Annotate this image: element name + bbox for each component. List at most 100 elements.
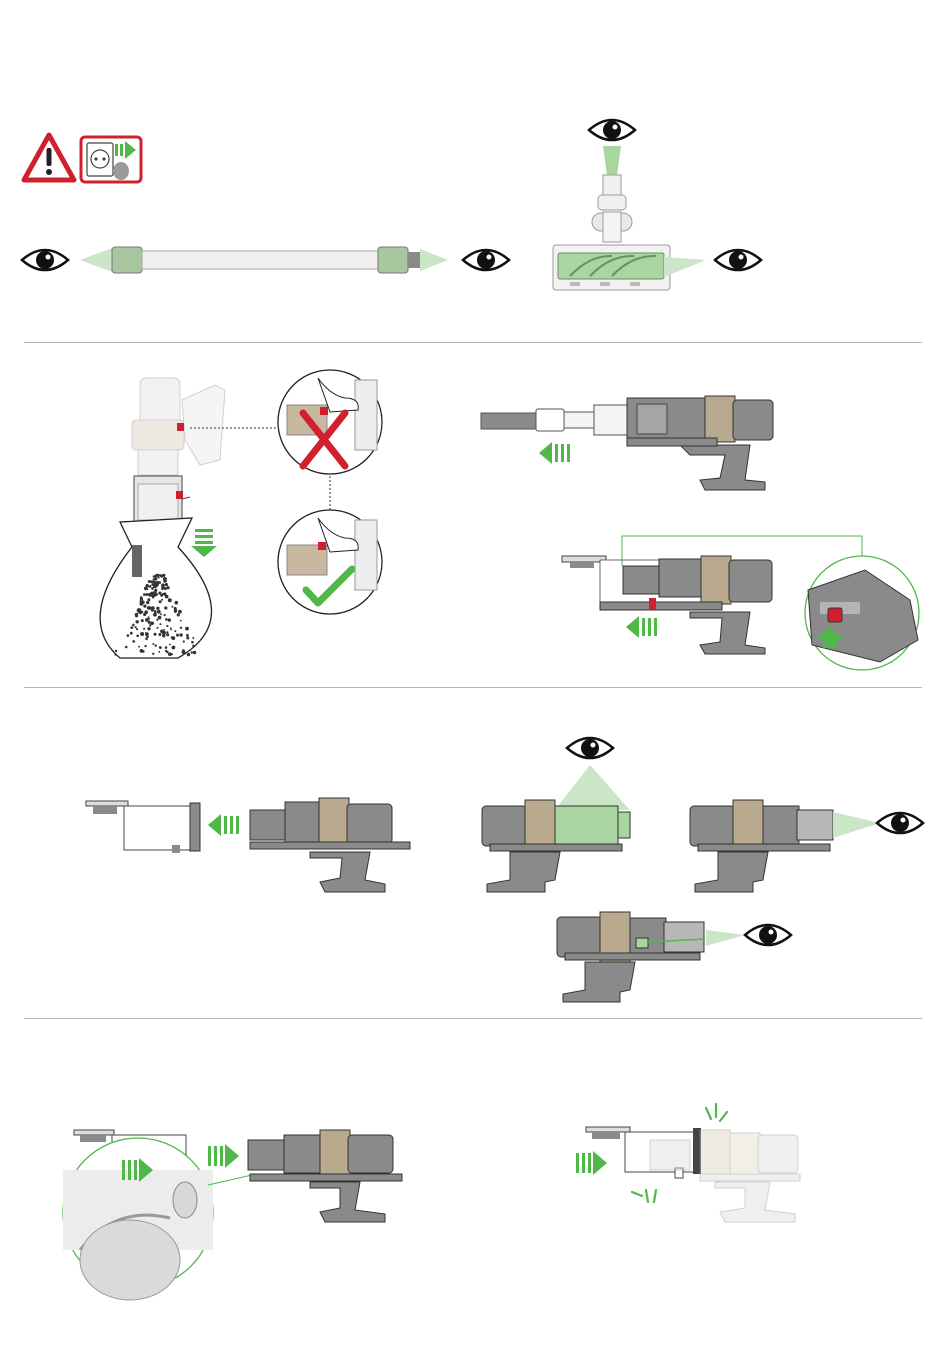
debris-particle [153, 578, 156, 581]
debris-particle [156, 619, 158, 621]
debris-particle [127, 634, 130, 637]
removed-bin [86, 801, 200, 853]
vacuum-inspect-body [557, 912, 745, 1002]
section-check-blockages [0, 0, 950, 340]
debris-particle [163, 629, 165, 631]
debris-particle [171, 606, 173, 608]
debris-particle [174, 607, 177, 610]
debris-particle [162, 574, 165, 577]
debris-particle [145, 618, 149, 622]
debris-particle [130, 626, 133, 629]
debris-particle [144, 610, 148, 614]
debris-particle [159, 574, 161, 576]
section-refit-bin [0, 1019, 950, 1360]
warning-triangle-icon [24, 135, 74, 180]
debris-particle [163, 593, 166, 596]
debris-particle [186, 634, 189, 637]
debris-particle [156, 607, 159, 610]
debris-particle [179, 633, 182, 636]
debris-particle [135, 614, 138, 617]
arrow-right-icon [576, 1151, 607, 1175]
debris-particle [171, 653, 173, 655]
arrow-left-icon [208, 814, 239, 836]
debris-particle [159, 600, 162, 603]
debris-particle [170, 627, 172, 629]
vacuum-inspect-inlet [690, 800, 880, 892]
debris-particle [152, 653, 154, 655]
debris-particle [167, 586, 170, 589]
debris-particle [164, 606, 167, 609]
debris-particle [147, 598, 150, 601]
debris-particle [148, 616, 150, 618]
debris-particle [153, 575, 155, 577]
debris-particle [164, 587, 167, 590]
debris-particle [147, 593, 149, 595]
debris-particle [150, 593, 154, 597]
debris-particle [157, 576, 159, 578]
debris-particle [159, 647, 161, 649]
debris-particle [165, 646, 168, 649]
debris-particle [140, 600, 142, 602]
debris-particle [172, 646, 176, 650]
eye-icon [22, 250, 68, 270]
unplug-icon [81, 137, 141, 182]
debris-particle [192, 637, 194, 639]
debris-particle [138, 646, 140, 648]
debris-particle [187, 653, 190, 656]
debris-particle [177, 613, 180, 616]
debris-particle [182, 650, 186, 654]
debris-particle [158, 592, 161, 595]
bin-release-callout [805, 556, 919, 670]
debris-particle [158, 633, 161, 636]
debris-particle [158, 616, 162, 620]
debris-particle [192, 645, 195, 648]
debris-particle [176, 634, 179, 637]
debris-particle [193, 651, 197, 655]
debris-particle [132, 624, 135, 627]
arrow-left-icon [539, 442, 570, 464]
debris-particle [178, 610, 182, 614]
section-3-illustration [0, 688, 950, 1018]
debris-particle [175, 601, 179, 605]
debris-particle [141, 619, 144, 622]
vacuum-without-bin [250, 798, 410, 892]
debris-particle [136, 613, 138, 615]
debris-particle [160, 630, 164, 634]
debris-particle [114, 654, 116, 656]
debris-particle [185, 627, 189, 631]
debris-particle [174, 630, 176, 632]
vacuum-faded [650, 1130, 800, 1222]
debris-particle [146, 601, 149, 604]
bin-over-bag [134, 476, 190, 524]
wand-tube [80, 247, 448, 273]
debris-particle [145, 632, 147, 634]
eye-icon [567, 738, 613, 758]
debris-particle [191, 651, 193, 653]
debris-particle [135, 626, 137, 628]
section-remove-and-inspect-bin [0, 688, 950, 1018]
debris-particle [136, 635, 139, 638]
debris-particle [166, 631, 168, 633]
debris-particle [147, 627, 150, 630]
debris-particle [136, 628, 138, 630]
debris-particle [158, 651, 160, 653]
debris-particle [144, 645, 146, 647]
debris-particle [143, 605, 146, 608]
debris-particle [191, 641, 194, 644]
debris-particle [165, 580, 167, 582]
debris-particle [161, 583, 165, 587]
section-1-illustration [0, 0, 950, 340]
refit-detail-callout [63, 1138, 252, 1300]
debris-particle [143, 628, 145, 630]
debris-particle [151, 606, 155, 610]
eye-icon [463, 250, 509, 270]
debris-particle [168, 598, 172, 602]
vacuum-refit-left [248, 1130, 402, 1222]
debris-particle [166, 625, 168, 627]
debris-particle [140, 596, 143, 599]
debris-particle [140, 649, 144, 653]
arrow-down-icon [191, 529, 217, 557]
debris-particle [166, 633, 169, 636]
debris-particle [160, 613, 162, 615]
section-2-illustration [0, 343, 950, 686]
